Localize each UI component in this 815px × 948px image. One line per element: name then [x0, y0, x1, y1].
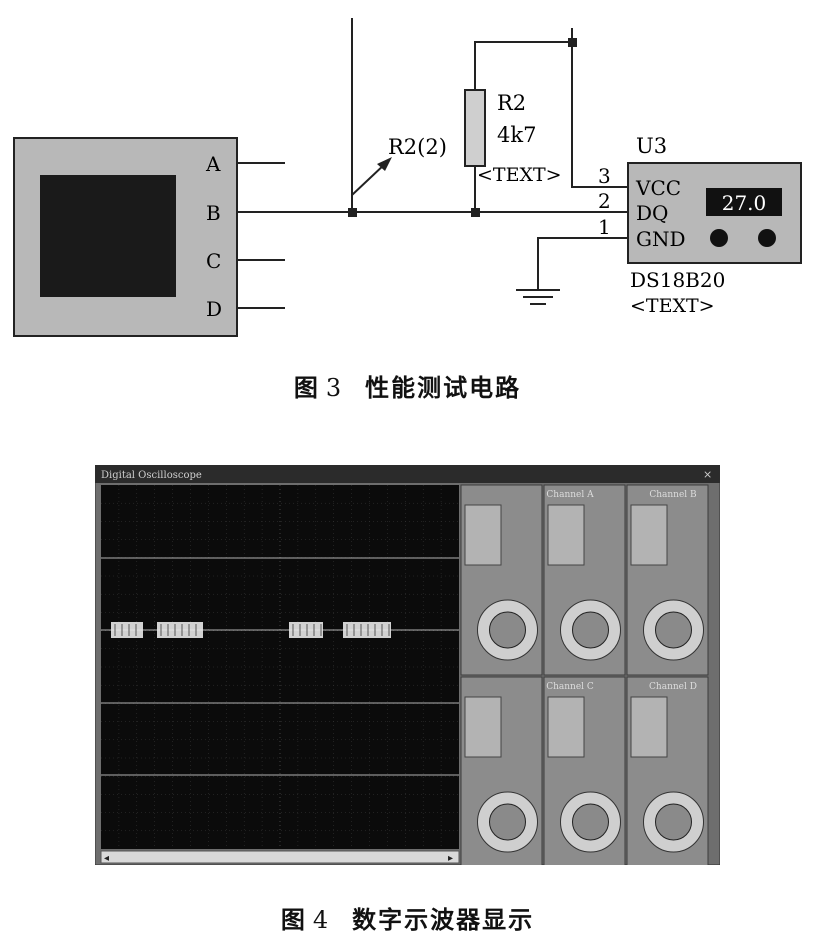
wiper-label: R2(2) — [388, 135, 447, 159]
channel-c-title: Channel C — [546, 682, 594, 692]
caption-number: 3 — [325, 374, 344, 402]
pulse-burst — [289, 622, 323, 638]
temperature-reading: 27.0 — [722, 191, 767, 215]
sensor-part: DS18B20 — [630, 268, 725, 292]
sensor-button-down — [710, 229, 728, 247]
wiper-arrow — [377, 157, 392, 171]
control-panels — [460, 484, 709, 865]
sensor-ref: U3 — [636, 134, 667, 158]
scroll-right-icon[interactable]: ▸ — [448, 853, 453, 864]
panel-knob — [489, 803, 526, 841]
panel-gauge — [547, 696, 585, 758]
panel-knob — [572, 803, 609, 841]
sensor-pin-num-2: 2 — [598, 189, 611, 213]
caption-text: 数字示波器显示 — [352, 906, 535, 934]
sensor-button-up — [758, 229, 776, 247]
ds18b20-sensor: 27.0 VCC DQ GND — [627, 162, 802, 264]
wires — [351, 18, 628, 305]
panel-gauge — [630, 504, 668, 566]
junction-dot — [471, 208, 480, 217]
channel-d-title: Channel D — [649, 682, 697, 692]
junction-dot — [568, 38, 577, 47]
sensor-pin-name-dq: DQ — [636, 201, 668, 225]
scope-traces — [101, 557, 459, 776]
panel-knob — [572, 611, 609, 649]
sensor-pin-num-3: 3 — [598, 164, 611, 188]
probe-display — [40, 175, 176, 297]
close-icon[interactable]: × — [703, 468, 712, 481]
probe-pin-c: C — [206, 249, 221, 273]
scroll-left-icon[interactable]: ◂ — [104, 853, 109, 864]
panel-knob — [489, 611, 526, 649]
scope-grid — [101, 485, 459, 849]
resistor-ref: R2 — [497, 91, 526, 115]
temperature-display — [706, 188, 782, 216]
panel-gauge — [630, 696, 668, 758]
logic-probe: A B C D — [13, 137, 595, 337]
circuit-schematic: A B C D R2(2) R2 4k7 <TEXT> 27.0 VCC DQ … — [13, 18, 802, 337]
sensor-text: <TEXT> — [630, 295, 715, 317]
channel-a-title: Channel A — [546, 490, 594, 500]
panel-knob — [655, 611, 692, 649]
horizontal-scrollbar[interactable] — [100, 850, 460, 864]
panel-gauge — [547, 504, 585, 566]
sensor-pin-num-1: 1 — [598, 215, 611, 239]
caption-number: 4 — [312, 906, 331, 934]
resistor-r2 — [464, 89, 486, 167]
oscilloscope-screenshot: Digital Oscilloscope × ◂ ▸ Channel A Cha… — [95, 465, 720, 865]
sensor-pin-name-gnd: GND — [636, 227, 686, 251]
pulse-burst — [111, 622, 143, 638]
caption-label: 图 — [280, 906, 307, 934]
caption-label: 图 — [293, 374, 320, 402]
window-title: Digital Oscilloscope — [101, 470, 202, 481]
sensor-pin-name-vcc: VCC — [635, 176, 681, 200]
probe-pin-a: A — [205, 152, 221, 176]
caption-text: 性能测试电路 — [365, 374, 522, 402]
pulse-burst — [343, 622, 391, 638]
probe-pin-d: D — [206, 297, 222, 321]
channel-b-title: Channel B — [649, 490, 697, 500]
title-bar — [95, 465, 720, 483]
junction-dot — [348, 208, 357, 217]
resistor-text: <TEXT> — [477, 164, 562, 186]
panel-gauge — [464, 504, 502, 566]
panel-gauge — [464, 696, 502, 758]
probe-pin-b: B — [206, 201, 221, 225]
panel-knob — [655, 803, 692, 841]
resistor-value: 4k7 — [497, 123, 536, 147]
